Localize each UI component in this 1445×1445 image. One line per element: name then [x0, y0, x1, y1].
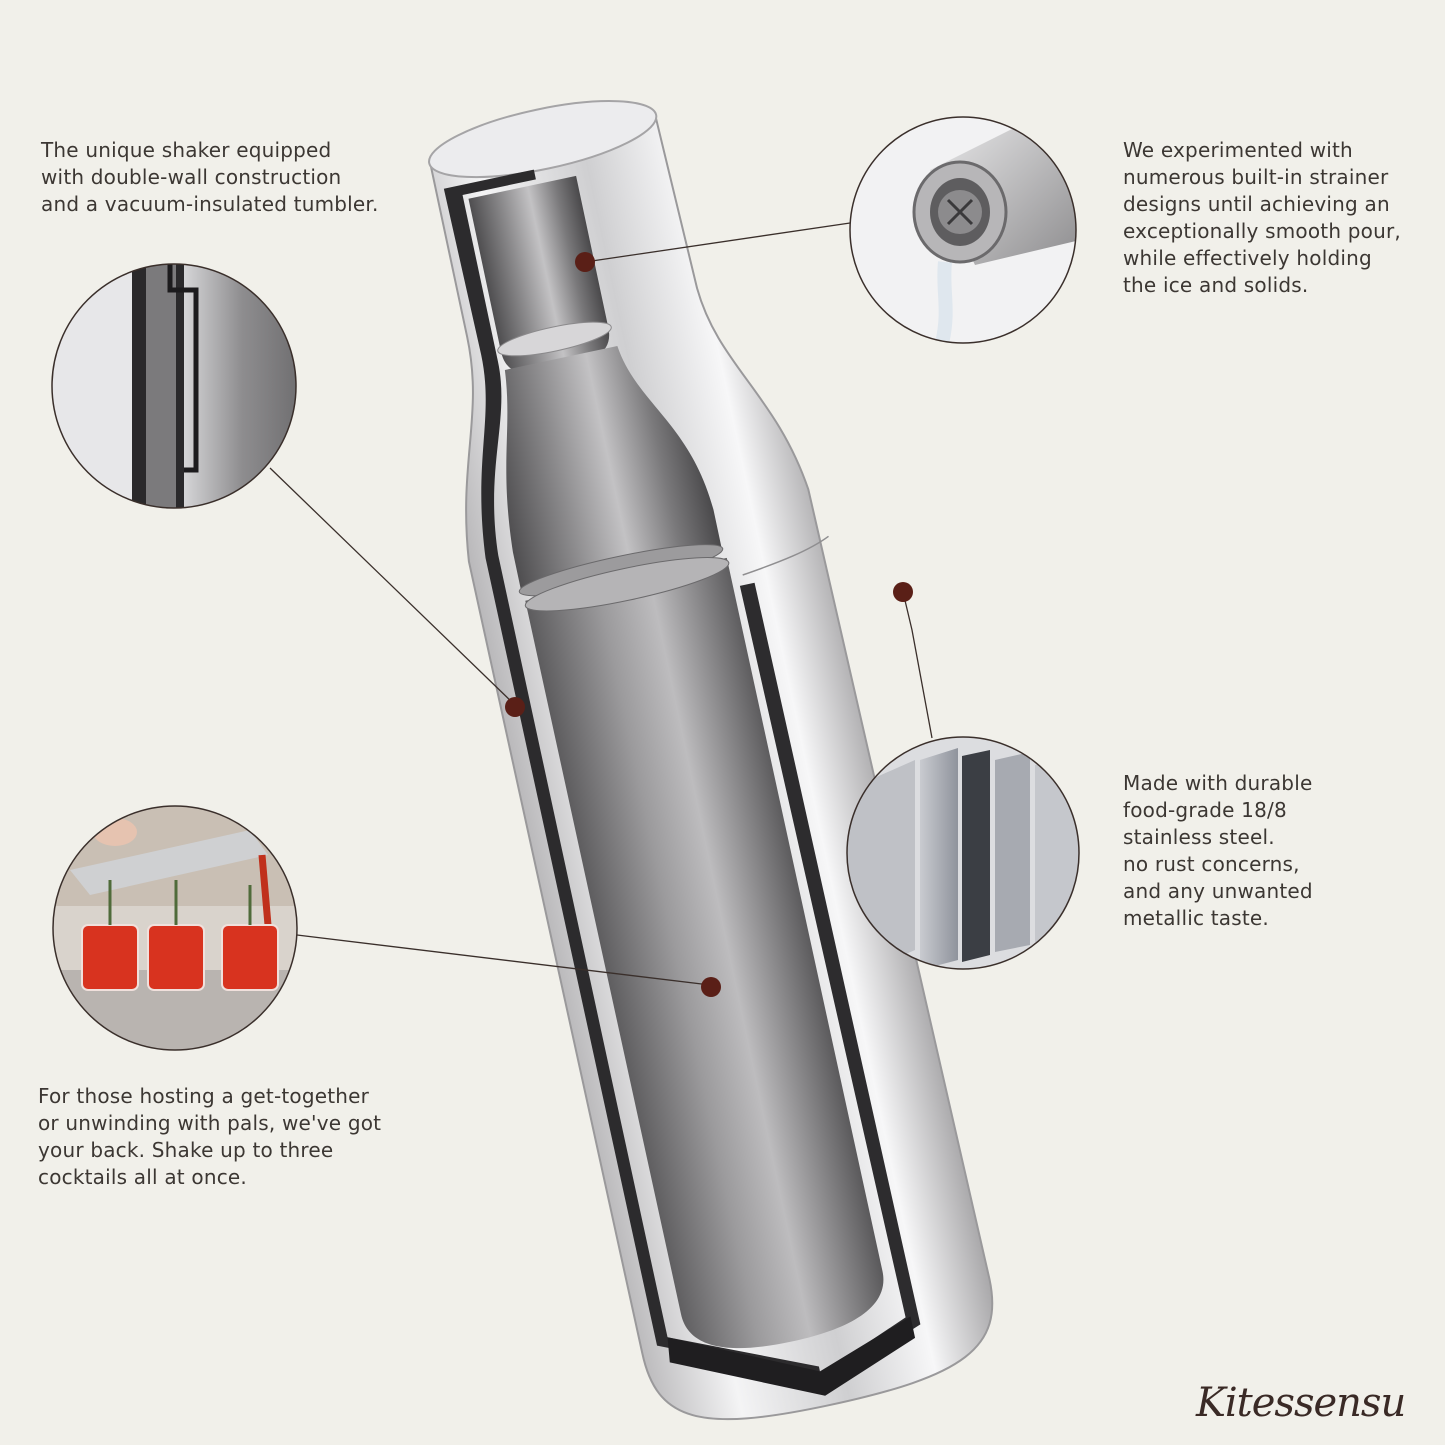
callout-steel-text: Made with durable food-grade 18/8 stainl…	[1123, 771, 1313, 930]
leader-lines	[269, 222, 933, 986]
zoom-wall-section	[51, 263, 297, 509]
leader-line-strainer	[584, 222, 851, 263]
tumbler-body	[525, 557, 884, 1349]
callout-strainer-text: We experimented with numerous built-in s…	[1123, 138, 1401, 297]
callout-capacity-text: For those hosting a get-together or unwi…	[38, 1084, 382, 1189]
marker-dots	[505, 252, 913, 997]
tumbler-rim	[524, 557, 730, 612]
leader-line-steel	[902, 591, 933, 739]
marker-dot-double-wall	[505, 697, 525, 717]
zoom-three-cocktails	[52, 805, 298, 1051]
shaker-cap-top	[428, 100, 658, 179]
marker-dot-strainer	[575, 252, 595, 272]
leader-line-capacity	[296, 934, 711, 986]
brand-logo: Kitessensu	[1196, 1380, 1406, 1426]
strainer-plate	[497, 321, 612, 357]
zoom-strainer-pour	[849, 116, 1077, 344]
callout-double-wall-text: The unique shaker equipped with double-w…	[41, 138, 379, 216]
shaker-cutaway	[428, 100, 994, 1421]
marker-dot-capacity	[701, 977, 721, 997]
shaker-inner-neck	[504, 346, 722, 592]
shaker-seam	[742, 535, 829, 576]
shaker-right-cut	[739, 582, 921, 1387]
marker-dot-steel	[893, 582, 913, 602]
shaker-wall-section	[443, 169, 822, 1379]
shaker-bottom-notch	[667, 1316, 916, 1396]
leader-line-double-wall	[269, 467, 516, 706]
